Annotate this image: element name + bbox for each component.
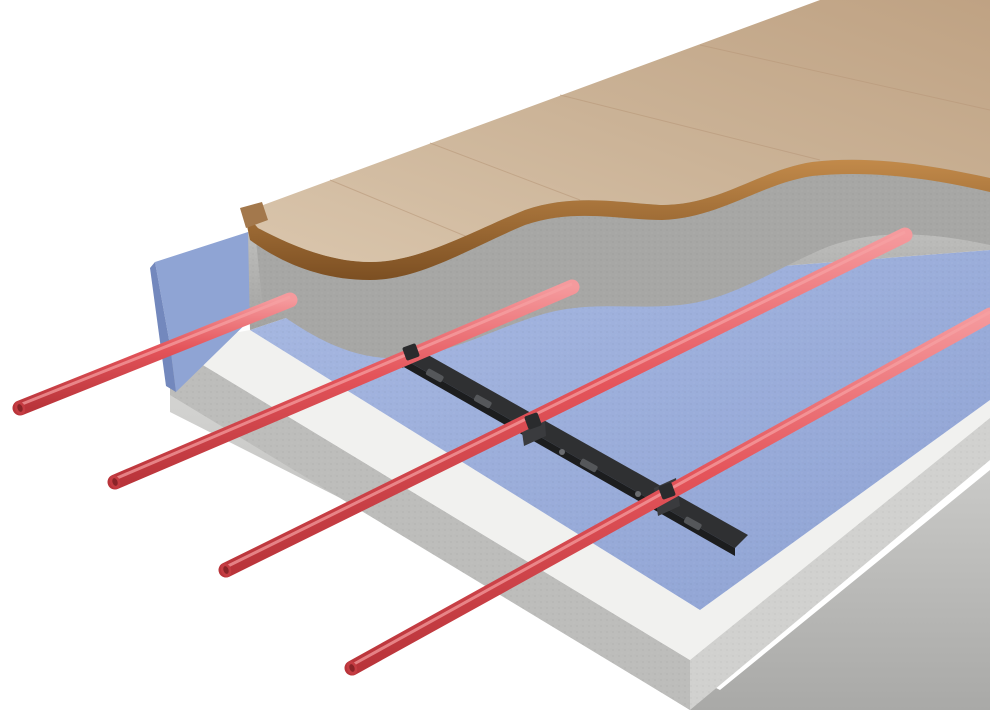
edge-strip-side bbox=[150, 262, 176, 392]
wood-floor-edge bbox=[244, 159, 990, 280]
wood-board-tongue bbox=[240, 202, 268, 228]
base-slab-right-texture bbox=[690, 405, 990, 710]
base-slab-top bbox=[170, 330, 990, 660]
pipe-clips bbox=[402, 343, 676, 500]
wood-floor-top bbox=[244, 0, 990, 262]
heating-pipe-3 bbox=[218, 227, 913, 578]
screed-cut-texture bbox=[255, 157, 990, 359]
edge-insulation-strip bbox=[155, 232, 258, 392]
heating-pipe-2 bbox=[107, 279, 580, 490]
heating-pipe-1 bbox=[12, 292, 298, 416]
base-slab-side bbox=[170, 390, 990, 710]
wood-board-seams bbox=[329, 44, 990, 239]
base-slab-front-texture bbox=[170, 345, 690, 710]
